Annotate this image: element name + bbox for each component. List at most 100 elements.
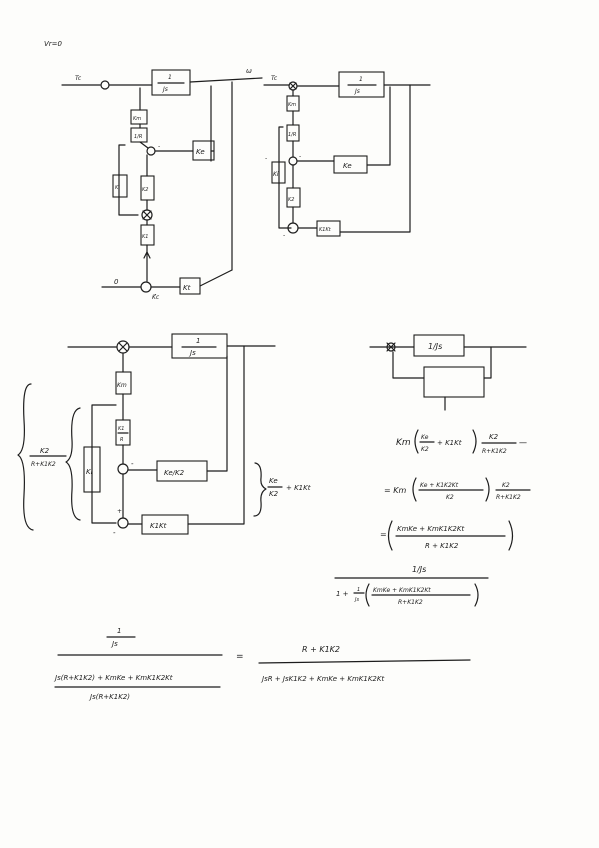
d3-minus-bottom: - [113, 529, 116, 537]
d1-kt-label: Kt [183, 284, 191, 292]
d1-output-line [189, 77, 263, 83]
d2-inv-r-label: 1/R [288, 132, 296, 138]
eq5-equals: = [236, 652, 244, 662]
eq3-num: KmKe + KmK1K2Kt [397, 525, 464, 533]
d3-ke-feedback [206, 355, 228, 472]
d3-kr-den: R [120, 437, 123, 443]
d3-ki-loop [91, 404, 117, 524]
d3-sum-cross [118, 342, 128, 352]
equation-5: 1 Js Js(R+K1K2) + KmKe + KmK1K2Kt Js(R+K… [53, 627, 244, 701]
eq6-num: R + K1K2 [302, 645, 340, 654]
d1-plant-den: Js [162, 86, 168, 93]
eq1-pre: Km [396, 438, 411, 448]
d1-inv-r-label: 1/R [134, 134, 142, 140]
eq1-paren-left [414, 429, 419, 454]
d1-minus-bottom: - [154, 291, 156, 298]
d3-left-inner-brace [65, 407, 81, 521]
d2-k1kt-block [316, 220, 341, 237]
d3-brace-right-den: K2 [269, 490, 279, 498]
eq3-den: R + K1K2 [425, 542, 459, 550]
d1-sum-junction-mid-cross [142, 210, 152, 220]
d4-sum-junction [386, 342, 396, 352]
equation-2: = Km Ke + K1K2Kt K2 K2 R+K1K2 [384, 477, 531, 502]
eq2-paren-left [412, 477, 417, 502]
d2-ki-block [271, 161, 286, 184]
d3-brace-right-num: Ke [269, 477, 278, 485]
eq4-inner-den: R+K1K2 [398, 599, 423, 606]
eq2-frac-num: K2 [502, 482, 510, 489]
d3-left-outer-brace [17, 383, 34, 531]
d1-ke-label: Ke [196, 148, 205, 156]
eq1-inner-rest: + K1Kt [437, 439, 462, 447]
d2-plant-den: Js [354, 88, 360, 95]
d1-kc-label: Kc [152, 294, 160, 301]
d3-ki-label: Ki [86, 468, 93, 476]
block-diagram-1: Tc 1 Js ω Km 1/R - Ke Ki K2 [61, 67, 263, 301]
eq5-bottom-num: Js(R+K1K2) + KmKe + KmK1K2Kt [53, 674, 173, 682]
eq5-bottom-den: Js(R+K1K2) [88, 693, 130, 701]
d3-ke-k2-label: Ke/K2 [164, 469, 185, 477]
d1-ki-loop [118, 144, 139, 216]
d3-km-label: Km [117, 382, 127, 389]
d3-sum-junction-ke [117, 463, 129, 475]
d2-ke-block [333, 155, 368, 174]
block-diagram-4: 1/Js [369, 334, 527, 411]
d4-feedback-right [483, 346, 492, 379]
eq3-pre: = [380, 530, 387, 539]
d3-k1kt-label: K1Kt [150, 522, 167, 530]
d1-km-label: Km [133, 116, 141, 122]
d2-k1kt-label: K1Kt [319, 227, 332, 233]
d2-ki-label: Ki [273, 171, 279, 178]
d2-input-label: Tc [271, 75, 278, 82]
d2-sum-cross [289, 82, 297, 90]
block-diagram-2: Tc 1 Js Km 1/R - Ke Ki - K2 - [263, 71, 431, 239]
eq1-dash: — [519, 438, 527, 447]
equation-1: Km Ke K2 + K1Kt K2 R+K1K2 — [396, 429, 527, 455]
eq4-inner-num: KmKe + KmK1K2Kt [373, 587, 431, 594]
d1-k2-label: K2 [142, 187, 148, 193]
equation-3: = KmKe + KmK1K2Kt R + K1K2 [380, 520, 514, 551]
d1-link-b [139, 141, 149, 149]
eq1-inner-num: Ke [421, 434, 429, 441]
d3-ke-k2-block [156, 460, 208, 482]
equation-4: 1/Js 1 + 1 Js KmKe + KmK1K2Kt R+K1K2 [334, 565, 489, 607]
eq3-paren-left [387, 520, 393, 551]
condition-label: Vr=0 [44, 40, 63, 48]
d4-feedback-left [392, 351, 425, 379]
d3-k1kt-block [141, 514, 189, 535]
d4-forward-block [413, 334, 465, 357]
eq2-inner-den: K2 [446, 494, 454, 501]
d1-arrow-up [143, 251, 151, 259]
d3-ki-block [83, 446, 101, 493]
d4-sum-cross [386, 342, 396, 352]
eq2-frac-den: R+K1K2 [496, 494, 521, 501]
d1-km-block [130, 109, 148, 125]
d1-ki-left-block [112, 174, 128, 198]
eq6-bar [258, 659, 471, 664]
eq1-paren-right [472, 429, 477, 454]
d1-kt-return [199, 269, 233, 287]
d3-plus-bottom: + [117, 508, 122, 515]
d2-km-label: Km [288, 102, 296, 108]
d3-right-brace [253, 462, 267, 517]
d1-ref-label: 0 [114, 278, 119, 286]
d3-minus-ke: - [131, 460, 134, 468]
eq3-paren-right [508, 520, 514, 551]
d2-minus-ke: - [299, 153, 301, 160]
block-diagram-3: 1 Js Km K1 R - Ke/K2 Ki - + K1Kt K2 [17, 333, 311, 537]
eq4-top: 1/Js [412, 565, 426, 574]
eq2-pre: = Km [384, 486, 406, 495]
eq5-top-den: Js [110, 640, 118, 648]
d4-feedback-block-empty [423, 366, 485, 398]
eq4-small-num: 1 [357, 587, 360, 593]
d2-ke-feedback [366, 86, 391, 166]
d1-plant-num: 1 [168, 74, 172, 81]
eq1-inner-den: K2 [421, 446, 429, 453]
d3-brace-left-num: K2 [40, 447, 50, 455]
equation-6: R + K1K2 JsR + JsK1K2 + KmKe + KmK1K2Kt [258, 645, 471, 683]
d1-output-label: ω [246, 67, 252, 75]
d3-brace-left-den: R+K1K2 [31, 461, 56, 468]
eq1-frac-num: K2 [489, 433, 499, 441]
eq4-paren-left [365, 583, 370, 607]
